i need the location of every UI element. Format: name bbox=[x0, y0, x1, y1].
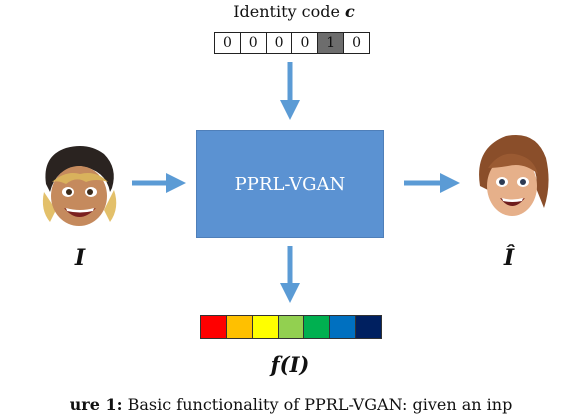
input-face-image bbox=[42, 146, 117, 226]
feature-cell bbox=[278, 316, 305, 338]
caption-text: Basic functionality of PPRL-VGAN: given … bbox=[122, 395, 513, 414]
code-cell: 0 bbox=[215, 33, 241, 53]
input-label: I bbox=[74, 245, 86, 271]
caption-label: ure 1: bbox=[69, 395, 123, 414]
feature-cell bbox=[201, 316, 227, 338]
figure-caption: ure 1: Basic functionality of PPRL-VGAN:… bbox=[0, 394, 582, 414]
identity-code-title-text: Identity code bbox=[233, 2, 340, 21]
code-cell: 0 bbox=[241, 33, 267, 53]
output-face-image bbox=[479, 134, 549, 216]
feature-cell bbox=[330, 316, 357, 338]
feature-cell bbox=[226, 316, 253, 338]
code-cell: 0 bbox=[267, 33, 293, 53]
output-label: Î bbox=[503, 245, 515, 271]
feature-label: f(I) bbox=[270, 352, 310, 377]
identity-code-title: Identity code c bbox=[214, 0, 374, 24]
feature-vector bbox=[200, 315, 382, 339]
feature-cell bbox=[356, 316, 382, 338]
identity-code-symbol: c bbox=[345, 2, 355, 21]
model-label: PPRL-VGAN bbox=[234, 173, 346, 195]
code-cell: 0 bbox=[292, 33, 319, 53]
feature-cell bbox=[304, 316, 331, 338]
model-box: PPRL-VGAN bbox=[196, 130, 384, 238]
code-cell: 1 bbox=[318, 33, 345, 53]
feature-cell bbox=[252, 316, 279, 338]
code-cell: 0 bbox=[352, 35, 362, 51]
